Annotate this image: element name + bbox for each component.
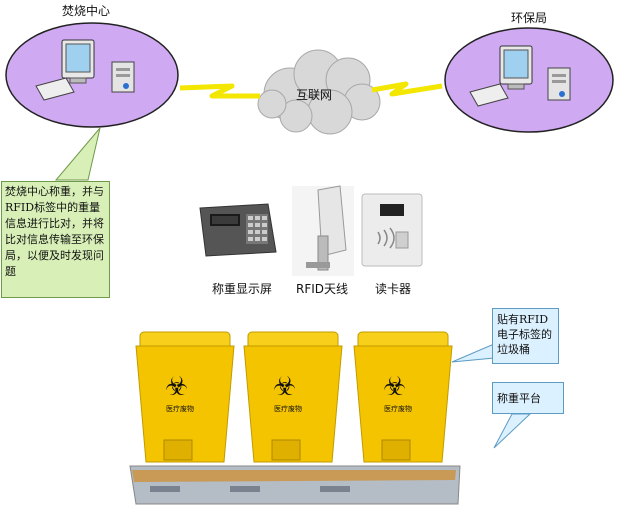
environment-bureau-label: 环保局 xyxy=(511,11,548,25)
internet-cloud xyxy=(257,49,381,135)
center-callout: 焚烧中心称重，并与RFID标签中的重量信息进行比对，并将比对信息传输至环保局，以… xyxy=(1,181,110,298)
biohazard-icon: ☣ xyxy=(383,372,407,402)
bin-label: 医疗废物 xyxy=(166,405,194,413)
lightning-left xyxy=(179,83,260,99)
biohazard-icon: ☣ xyxy=(165,372,189,402)
bin-1 xyxy=(135,331,235,463)
bin-3 xyxy=(353,331,453,463)
bins-callout: 贴有RFID电子标签的垃圾桶 xyxy=(492,308,559,364)
platform-callout: 称重平台 xyxy=(492,382,564,414)
weighing-platform xyxy=(129,465,461,505)
incineration-center-label: 焚烧中心 xyxy=(62,4,111,18)
bin-label: 医疗废物 xyxy=(274,405,302,413)
center-callout-pointer xyxy=(54,127,101,181)
computer-icon-right xyxy=(469,45,533,107)
server-icon-left xyxy=(111,61,135,93)
rfid-antenna-label: RFID天线 xyxy=(296,282,349,296)
card-reader-label: 读卡器 xyxy=(375,282,412,296)
card-reader-device xyxy=(361,193,423,267)
rfid-antenna-device xyxy=(292,185,354,276)
platform-callout-pointer xyxy=(493,413,532,449)
internet-label: 互联网 xyxy=(296,88,333,102)
lightning-right xyxy=(371,81,443,97)
biohazard-icon: ☣ xyxy=(273,372,297,402)
weighing-display-device xyxy=(199,203,277,257)
weighing-display-label: 称重显示屏 xyxy=(212,282,273,296)
computer-icon-left xyxy=(35,39,95,101)
bins-callout-pointer xyxy=(451,343,495,363)
server-icon-right xyxy=(547,67,571,101)
bin-label: 医疗废物 xyxy=(384,405,412,413)
bin-2 xyxy=(243,331,343,463)
